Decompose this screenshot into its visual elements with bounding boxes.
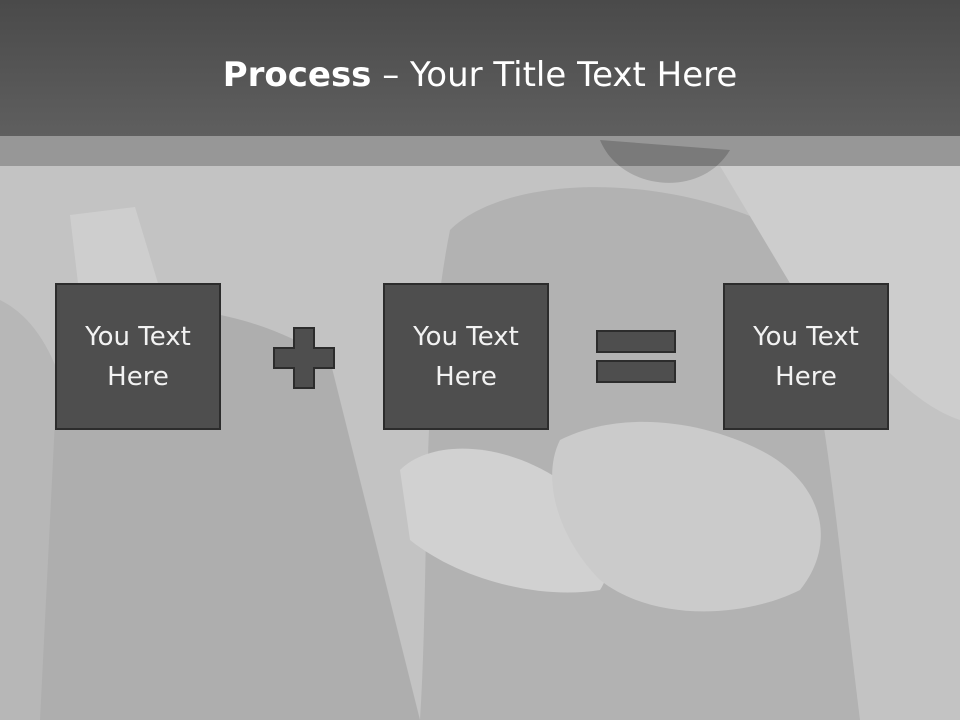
process-box-1[interactable]: You Text Here xyxy=(55,283,221,430)
process-box-2[interactable]: You Text Here xyxy=(383,283,549,430)
process-box-3[interactable]: You Text Here xyxy=(723,283,889,430)
slide-title: Process – Your Title Text Here xyxy=(0,52,960,98)
title-bold: Process xyxy=(222,55,372,95)
process-box-1-text: You Text Here xyxy=(85,321,191,392)
process-box-3-text: You Text Here xyxy=(753,321,859,392)
title-sub-band xyxy=(0,136,960,166)
equals-icon xyxy=(596,330,676,383)
plus-icon xyxy=(273,327,335,389)
process-box-2-text: You Text Here xyxy=(413,321,519,392)
title-rest: – Your Title Text Here xyxy=(371,55,738,95)
title-bar xyxy=(0,0,960,136)
background-overlay xyxy=(0,166,960,720)
